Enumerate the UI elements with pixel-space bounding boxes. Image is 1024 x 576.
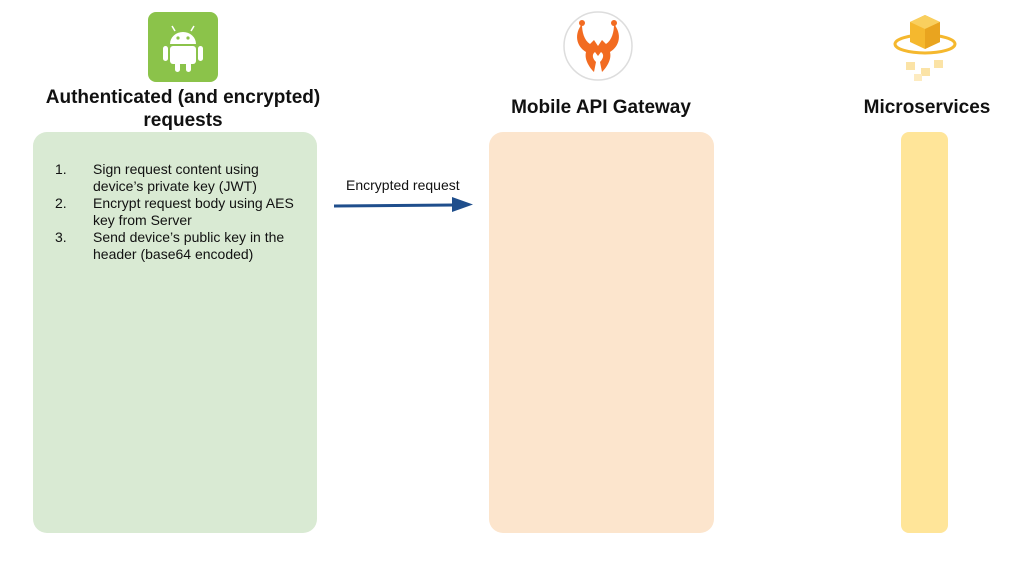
step-number: 3. <box>55 229 67 245</box>
gateway-logo-icon <box>562 10 634 82</box>
microservices-panel <box>901 132 948 533</box>
gateway-panel <box>489 132 714 533</box>
microservices-heading: Microservices <box>863 97 991 118</box>
android-icon <box>148 12 218 82</box>
list-item: 1. Sign request content using device’s p… <box>55 161 305 195</box>
client-heading: Authenticated (and encrypted) requests <box>45 87 321 131</box>
connector-arrow <box>330 194 476 216</box>
client-panel <box>33 132 317 533</box>
step-text: Sign request content using device’s priv… <box>93 161 259 194</box>
step-number: 2. <box>55 195 67 211</box>
list-item: 3. Send device’s public key in the heade… <box>55 229 305 263</box>
step-number: 1. <box>55 161 67 177</box>
microservices-cube-icon <box>892 12 958 82</box>
gateway-heading: Mobile API Gateway <box>511 97 691 118</box>
step-text: Send device’s public key in the header (… <box>93 229 285 262</box>
list-item: 2. Encrypt request body using AES key fr… <box>55 195 305 229</box>
steps-list: 1. Sign request content using device’s p… <box>55 161 305 263</box>
step-text: Encrypt request body using AES key from … <box>93 195 294 228</box>
connector-label: Encrypted request <box>346 177 460 193</box>
